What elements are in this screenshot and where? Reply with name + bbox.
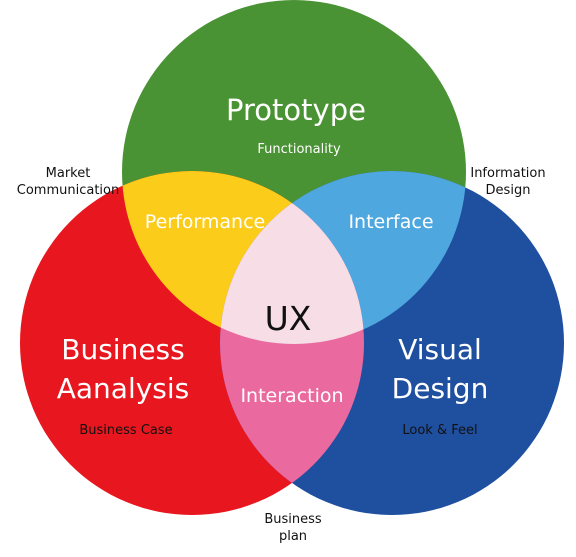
business-plan-label-line1: Business	[264, 512, 322, 527]
interaction-label: Interaction	[240, 385, 343, 407]
business-title-line1: Business	[61, 333, 184, 366]
information-design-label-line2: Design	[486, 183, 531, 198]
prototype-subtitle: Functionality	[257, 142, 341, 157]
market-communication-label-line2: Communication	[17, 183, 119, 198]
business-plan-label-line2: plan	[279, 529, 307, 544]
performance-label: Performance	[145, 211, 265, 233]
interface-label: Interface	[348, 211, 433, 233]
visual-subtitle: Look & Feel	[402, 423, 477, 438]
prototype-title: Prototype	[226, 93, 366, 127]
business-title-line2: Aanalysis	[57, 372, 190, 405]
information-design-label-line1: Information	[470, 166, 545, 181]
ux-label: UX	[265, 299, 312, 338]
visual-title-line2: Design	[392, 372, 489, 405]
ux-center-overlap	[220, 171, 364, 344]
visual-title-line1: Visual	[398, 333, 482, 366]
market-communication-label-line1: Market	[46, 166, 91, 181]
business-subtitle: Business Case	[79, 423, 172, 438]
